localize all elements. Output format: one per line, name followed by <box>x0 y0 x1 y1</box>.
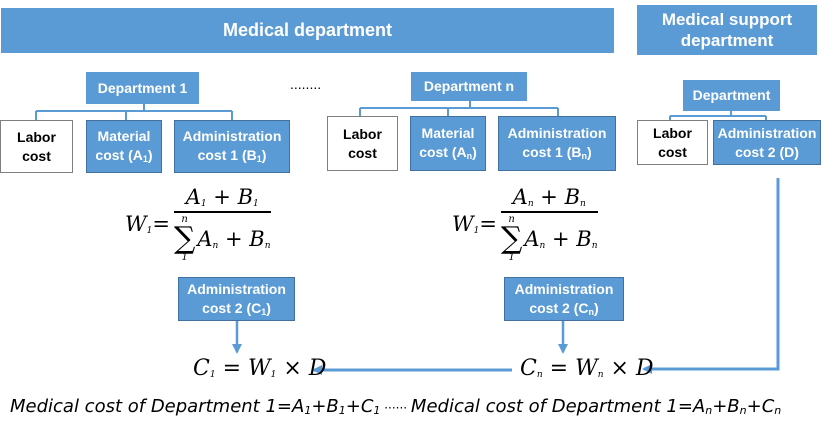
support-bracket <box>669 111 767 120</box>
result-cn: Cn = Wn × D <box>520 356 654 381</box>
dept1-bracket <box>35 104 233 120</box>
weight-formula-dept1: W1= A1 + B1 n∑1 An + Bn <box>125 185 271 263</box>
support-labor-cost-box: Labor cost <box>637 120 708 165</box>
weight-formula-deptn: W1= An + Bn n∑1 An + Bn <box>452 185 598 263</box>
department-n-label: Department n <box>423 78 515 95</box>
support-admin-cost2-box: Administration cost 2 (D) <box>713 120 821 165</box>
dept1-material-cost-box: Material cost (A1) <box>86 120 162 173</box>
deptn-admin-cost2-label: Administration cost 2 (Cn) <box>514 280 614 317</box>
dept1-admin-cost1-box: Administration cost 1 (B1) <box>174 120 290 173</box>
dept1-admin-cost1-label: Administration cost 1 (B1) <box>182 128 282 165</box>
support-department-box: Department <box>683 80 780 111</box>
department-n-box: Department n <box>411 72 527 101</box>
medical-department-title: Medical department <box>222 20 393 41</box>
ellipsis: ........ <box>290 76 322 92</box>
support-admin-cost2-label: Administration cost 2 (D) <box>717 124 817 160</box>
medical-support-title: Medical support department <box>661 9 793 50</box>
result-c1: C1 = W1 × D <box>193 356 327 381</box>
dept1-material-cost-label: Material cost (A1) <box>95 128 153 165</box>
formulan-lhs: W1= <box>452 211 497 236</box>
formulan-numerator: An + Bn <box>512 185 586 209</box>
formulan-denominator: n∑1 An + Bn <box>500 213 598 263</box>
formula1-lhs: W1= <box>125 211 170 236</box>
dept1-admin-cost2-label: Administration cost 2 (C1) <box>187 280 286 317</box>
dept1-labor-cost-box: Labor cost <box>0 120 73 173</box>
formula1-numerator: A1 + B1 <box>185 185 259 209</box>
deptn-labor-cost-box: Labor cost <box>327 116 398 171</box>
deptn-bracket <box>359 101 559 116</box>
formula1-denominator: n∑1 An + Bn <box>173 213 271 263</box>
dept1-admin-cost2-box: Administration cost 2 (C1) <box>178 277 295 321</box>
arrow-d-flow <box>642 178 780 374</box>
medical-cost-summary: Medical cost of Department 1=A1+B1+C1 ··… <box>10 396 782 417</box>
department-1-box: Department 1 <box>86 72 199 104</box>
deptn-material-cost-label: Material cost (An) <box>419 125 477 162</box>
support-labor-cost-label: Labor cost <box>653 124 692 160</box>
support-department-label: Department <box>692 87 771 104</box>
deptn-admin-cost1-box: Administration cost 1 (Bn) <box>498 116 616 171</box>
department-1-label: Department 1 <box>97 79 188 96</box>
medical-department-header: Medical department <box>1 8 614 53</box>
deptn-admin-cost1-label: Administration cost 1 (Bn) <box>507 125 607 162</box>
deptn-material-cost-box: Material cost (An) <box>410 116 486 171</box>
deptn-admin-cost2-box: Administration cost 2 (Cn) <box>504 277 624 321</box>
dept1-labor-cost-label: Labor cost <box>17 128 56 164</box>
medical-support-header: Medical support department <box>637 5 817 55</box>
deptn-labor-cost-label: Labor cost <box>343 125 382 161</box>
